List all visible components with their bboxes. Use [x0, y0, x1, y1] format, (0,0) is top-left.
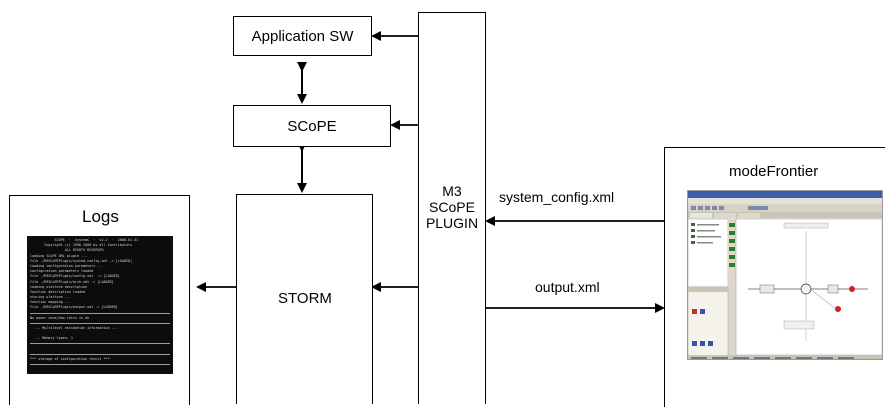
system-config-label: system_config.xml	[499, 189, 615, 205]
modefrontier-screenshot-image	[687, 190, 883, 360]
output-label: output.xml	[535, 279, 600, 295]
storm-box: STORM	[236, 194, 373, 404]
scope-label: SCoPE	[287, 117, 337, 135]
application-sw-label: Application SW	[251, 27, 354, 45]
logs-label: Logs	[82, 207, 119, 226]
plugin-label-line2: SCoPE	[429, 199, 475, 215]
plugin-label-line3: PLUGIN	[425, 215, 479, 231]
terminal-screenshot-image: SCOPE · SystemC · v2.2 · 2008-01-31 Copy…	[27, 236, 173, 374]
m3-scope-plugin-box: M3 SCoPE PLUGIN	[418, 12, 486, 404]
application-sw-box: Application SW	[233, 16, 372, 56]
plugin-label-line1: M3	[442, 183, 462, 199]
storm-label: STORM	[278, 290, 332, 307]
scope-box: SCoPE	[233, 105, 391, 147]
modefrontier-ui-sketch	[688, 191, 882, 359]
modefrontier-label: modeFrontier	[729, 163, 819, 180]
